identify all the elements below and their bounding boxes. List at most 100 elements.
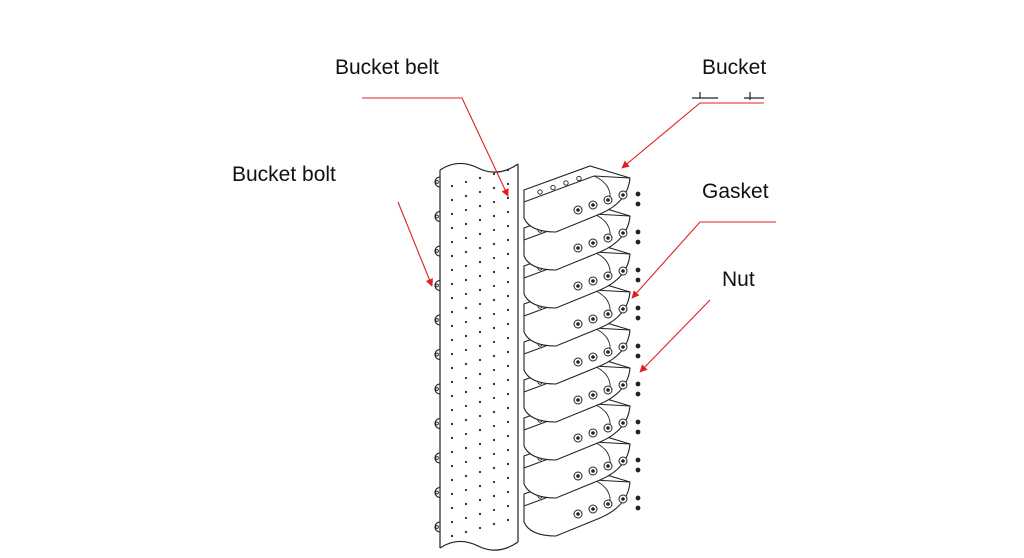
nut: [576, 436, 580, 440]
belt-hole: [464, 264, 468, 268]
nut: [635, 467, 641, 473]
belt-hole: [478, 526, 482, 530]
belt-hole: [492, 354, 496, 358]
bucket-bolt: [434, 417, 441, 430]
belt-hole: [450, 436, 454, 440]
nut: [591, 203, 595, 207]
belt-hole: [450, 464, 454, 468]
belt-hole: [492, 466, 496, 470]
belt-hole: [478, 414, 482, 418]
belt-hole: [506, 280, 510, 284]
nut: [606, 198, 610, 202]
belt-hole: [478, 204, 482, 208]
nut: [635, 457, 641, 463]
nut: [576, 360, 580, 364]
belt-hole: [506, 364, 510, 368]
belt-hole: [478, 288, 482, 292]
nut: [591, 241, 595, 245]
nut: [621, 345, 625, 349]
belt-hole: [450, 408, 454, 412]
nut: [635, 505, 641, 511]
belt-hole: [478, 274, 482, 278]
belt-hole: [492, 480, 496, 484]
nut: [635, 391, 641, 397]
nut: [576, 208, 580, 212]
belt-hole: [506, 504, 510, 508]
belt-hole: [464, 488, 468, 492]
leader-gasket: [631, 221, 776, 299]
belt-hole: [450, 268, 454, 272]
bucket-bolt: [434, 348, 441, 361]
nut: [635, 381, 641, 387]
belt-hole: [506, 406, 510, 410]
nut: [621, 269, 625, 273]
belt-hole: [492, 368, 496, 372]
belt-hole: [506, 210, 510, 214]
nut: [635, 239, 641, 245]
belt-hole: [450, 310, 454, 314]
belt-hole: [464, 292, 468, 296]
bucket-bolt: [434, 452, 441, 464]
belt-hole: [492, 298, 496, 302]
belt-hole: [506, 350, 510, 354]
belt-hole: [450, 366, 454, 370]
belt-hole: [478, 246, 482, 250]
belt-hole-grid: [450, 168, 510, 538]
leader-bucket-bolt: [397, 201, 433, 287]
belt-hole: [506, 462, 510, 466]
belt-hole: [506, 490, 510, 494]
belt-hole: [464, 348, 468, 352]
bucket-bolt-hole: [576, 175, 582, 182]
nut: [635, 315, 641, 321]
belt-hole: [450, 478, 454, 482]
nut: [621, 459, 625, 463]
nut: [606, 426, 610, 430]
belt-hole: [450, 254, 454, 258]
belt-hole: [478, 470, 482, 474]
belt-hole: [478, 330, 482, 334]
bucket-bolt: [434, 383, 441, 395]
belt-hole: [478, 456, 482, 460]
belt-hole: [464, 250, 468, 254]
belt-hole: [492, 172, 496, 176]
belt-hole: [478, 442, 482, 446]
belt-hole: [478, 232, 482, 236]
belt-hole: [492, 326, 496, 330]
belt-hole: [478, 484, 482, 488]
belt-hole: [450, 394, 454, 398]
belt-hole: [478, 386, 482, 390]
belt-hole: [450, 506, 454, 510]
bucket-bolt-hole: [563, 180, 569, 186]
belt-hole: [478, 428, 482, 432]
belt-hole: [464, 432, 468, 436]
belt-hole: [506, 252, 510, 256]
bucket-bolt-column: [434, 176, 441, 533]
leader-bucket: [621, 102, 764, 169]
belt-hole: [478, 344, 482, 348]
nut: [591, 317, 595, 321]
belt-hole: [506, 434, 510, 438]
nut: [635, 191, 641, 197]
belt-hole: [492, 214, 496, 218]
nut: [635, 305, 641, 311]
nut: [576, 398, 580, 402]
bucket-stack: [523, 165, 641, 537]
belt-hole: [478, 498, 482, 502]
belt-hole: [450, 198, 454, 202]
belt-hole: [450, 212, 454, 216]
belt-hole: [464, 446, 468, 450]
drawing-mark: [692, 92, 764, 100]
belt-hole: [464, 404, 468, 408]
nut: [621, 193, 625, 197]
nut: [621, 231, 625, 235]
nut: [621, 497, 625, 501]
belt-hole: [450, 534, 454, 538]
belt-hole: [506, 336, 510, 340]
belt-hole: [506, 322, 510, 326]
belt-hole: [506, 196, 510, 200]
belt-hole: [492, 256, 496, 260]
belt-hole: [506, 238, 510, 242]
bucket-bolt: [434, 486, 441, 499]
belt-hole: [506, 476, 510, 480]
